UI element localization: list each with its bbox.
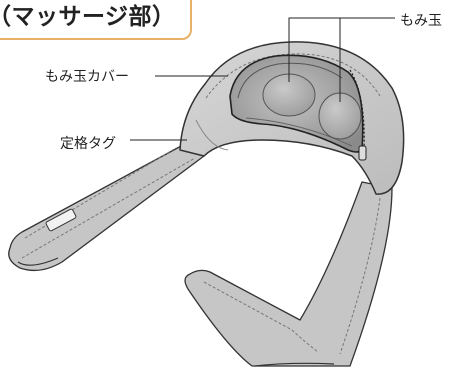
right-strap [184,181,393,367]
section-title: （マッサージ部） [0,4,176,30]
ball-cover-label: もみ玉カバー [45,69,129,85]
zipper-pull-icon [358,145,367,161]
rating-tag-icon [45,208,77,232]
rating-tag-label: 定格タグ [60,136,116,152]
section-title-frame: （マッサージ部） [0,0,192,40]
left-strap [8,144,205,272]
callout-lines [130,17,395,141]
massage-balls-label: もみ玉 [400,13,442,29]
